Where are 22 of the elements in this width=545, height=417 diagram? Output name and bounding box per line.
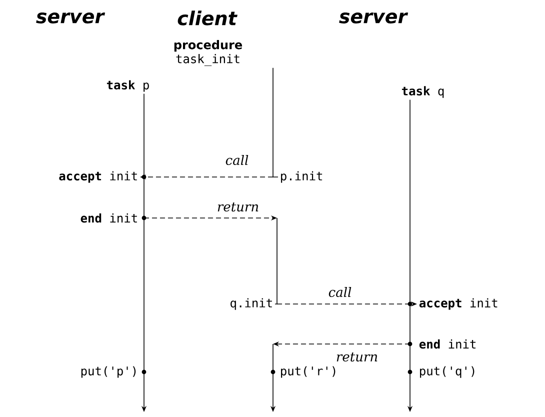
event-label: accept init bbox=[419, 298, 498, 310]
lifeline bbox=[272, 67, 278, 178]
lifeline bbox=[274, 218, 278, 304]
task-label: task p bbox=[106, 80, 149, 92]
column-heading: server bbox=[339, 12, 408, 24]
statement-label: put('p') bbox=[81, 366, 136, 378]
edge-label: return bbox=[216, 202, 260, 213]
event-label: end init bbox=[80, 213, 137, 223]
task-label: task q bbox=[402, 86, 444, 98]
procedure-label: procedure task_init bbox=[174, 40, 242, 66]
event-label: accept init bbox=[59, 171, 137, 183]
event-label: end init bbox=[419, 339, 476, 349]
lifeline bbox=[272, 344, 274, 372]
edge-label: call bbox=[224, 154, 250, 166]
statement-label: put('r') bbox=[281, 366, 336, 378]
edge-label: call bbox=[327, 286, 353, 298]
entry-call-label: p.init bbox=[281, 171, 322, 183]
column-heading: client bbox=[178, 10, 238, 26]
entry-call-label: q.init bbox=[230, 298, 272, 310]
statement-label: put('q') bbox=[420, 366, 474, 378]
column-heading: server bbox=[36, 12, 106, 24]
edge-label: return bbox=[334, 352, 380, 363]
